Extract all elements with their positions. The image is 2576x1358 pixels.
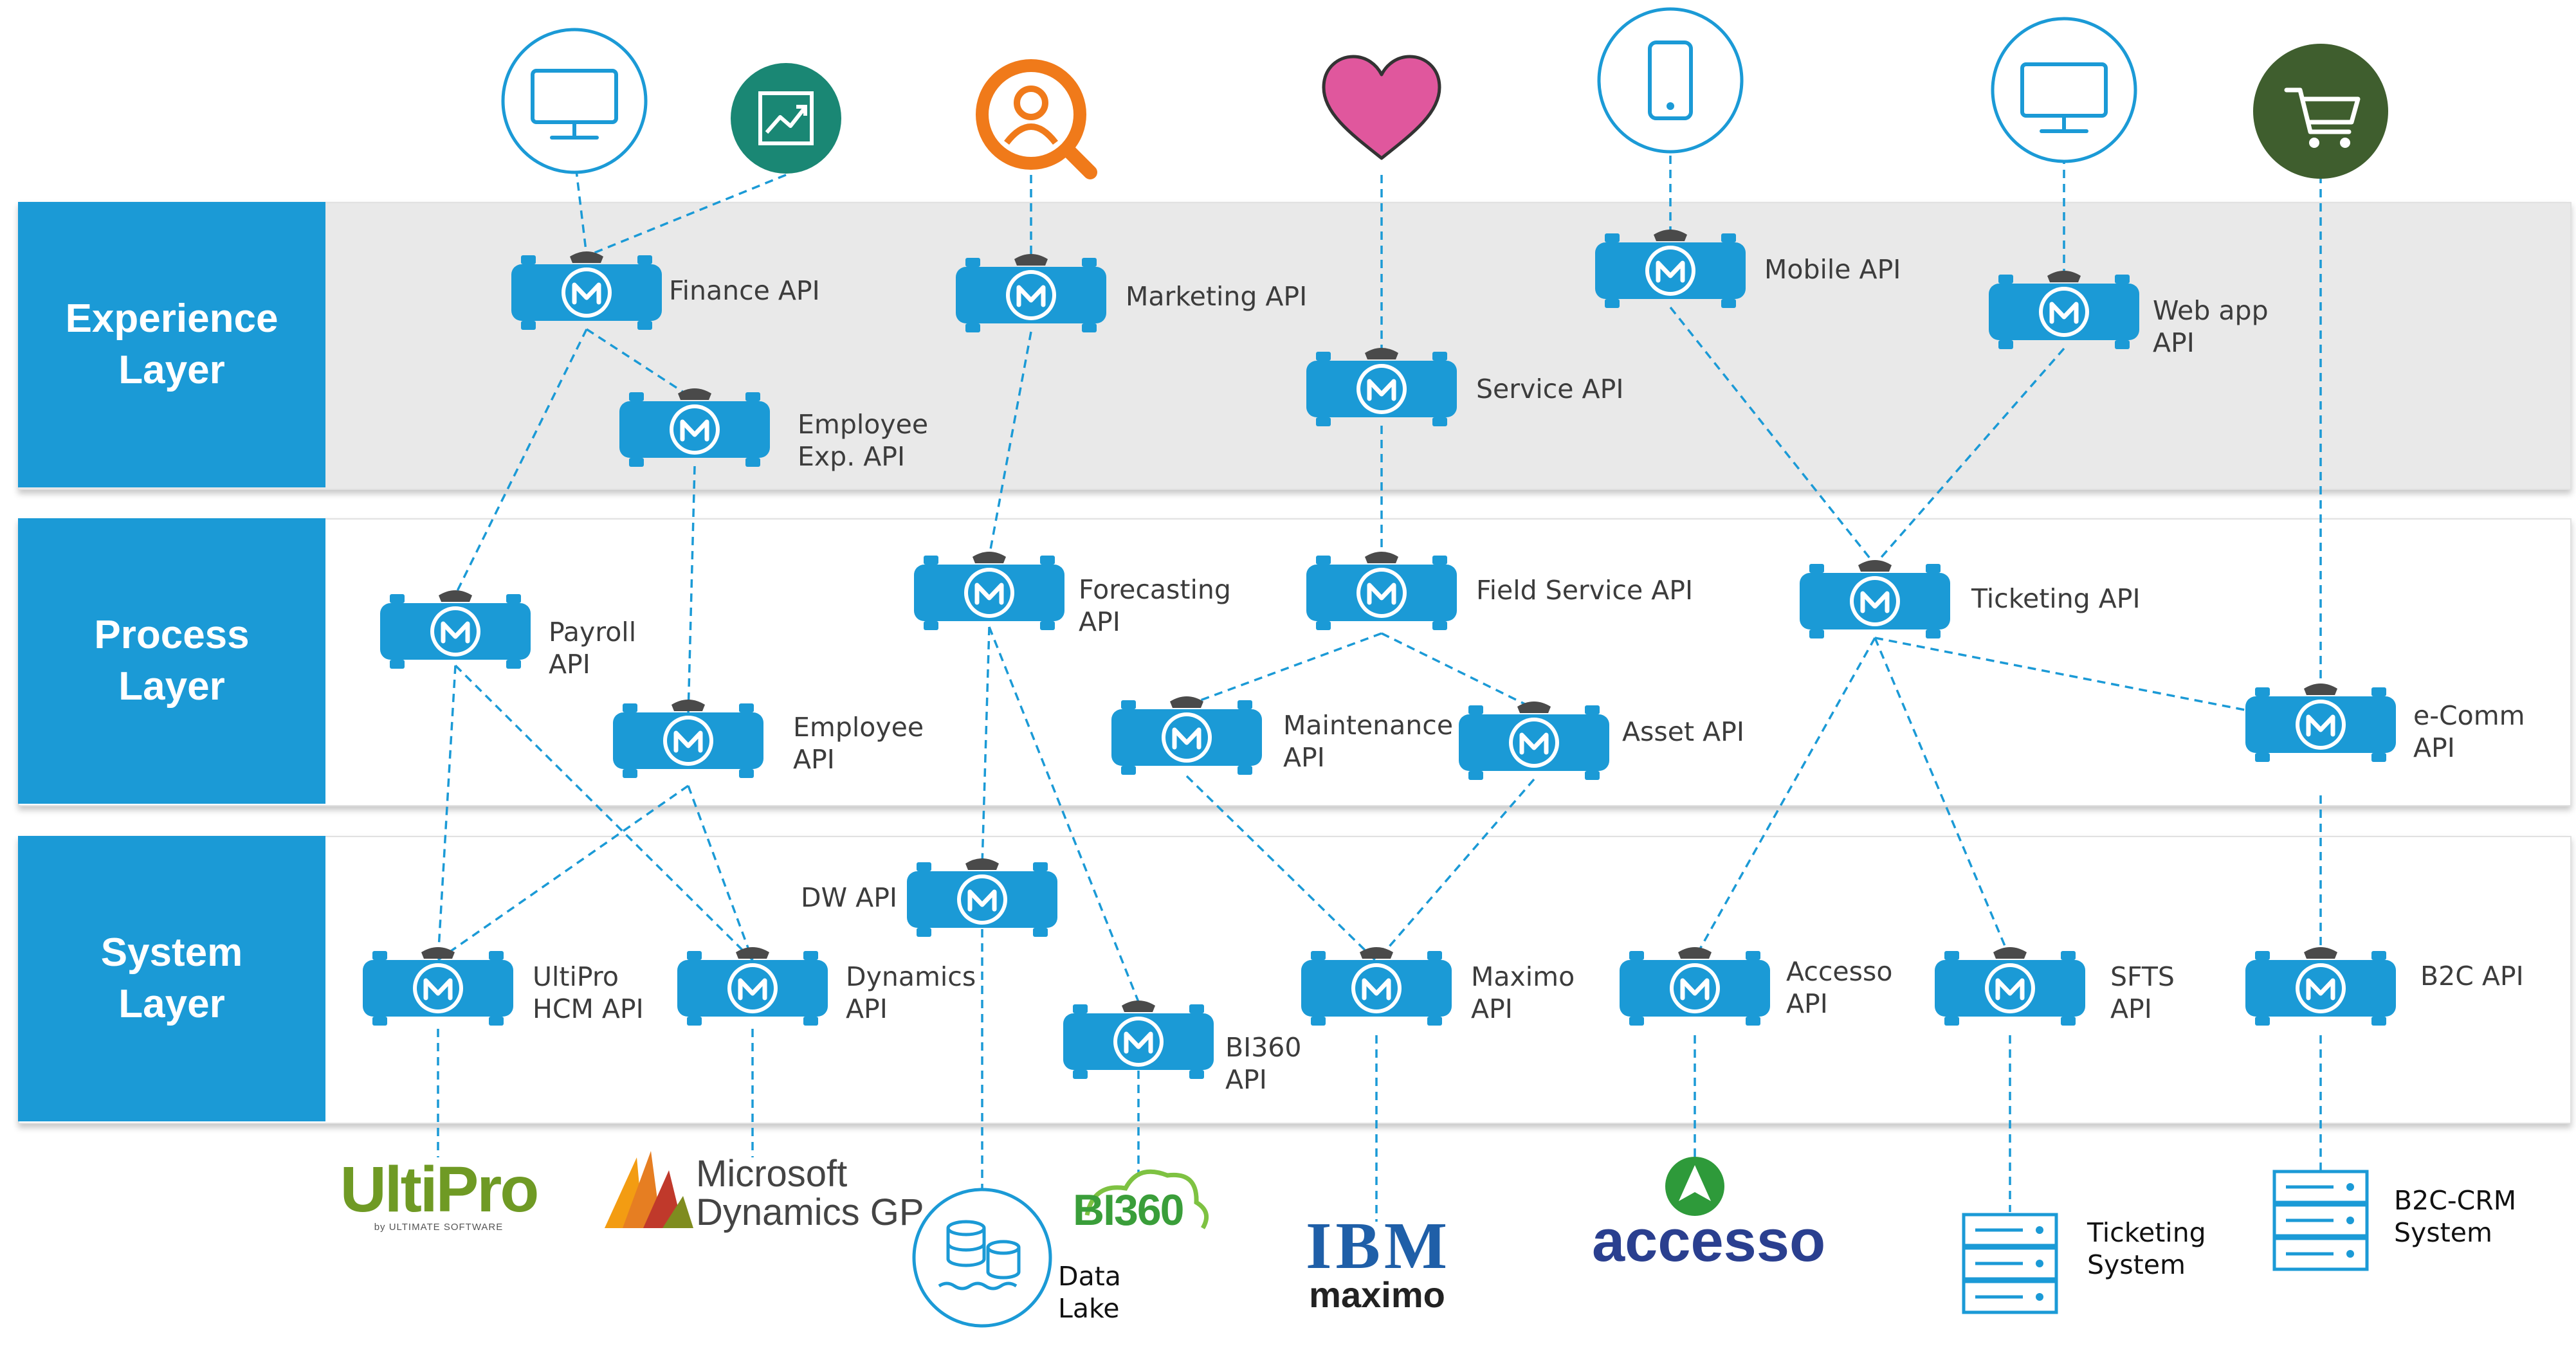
maximo-wordmark: maximo	[1309, 1274, 1445, 1315]
forecasting-api-label: Forecasting API	[1079, 574, 1231, 637]
bi360-cloud-icon	[1084, 1169, 1209, 1229]
maintenance-api-node[interactable]	[1111, 696, 1262, 775]
experience-layer-band	[18, 202, 2571, 490]
process-layer-band	[18, 518, 2571, 806]
payroll-api-node[interactable]	[380, 590, 531, 669]
service-api-label: Service API	[1476, 374, 1624, 404]
data-lake-icon	[912, 1188, 1052, 1328]
finance-api-label: Finance API	[669, 275, 820, 306]
microsoft-dynamics-gp-logo: Microsoft Dynamics GP	[696, 1155, 924, 1232]
accesso-wordmark: accesso	[1592, 1208, 1826, 1274]
process-layer-label: Process Layer	[18, 518, 325, 804]
ibm-maximo-logo: IBM maximo	[1306, 1209, 1451, 1315]
ticketing-api-node[interactable]	[1800, 560, 1950, 638]
web-app-api-label: Web app API	[2153, 295, 2269, 358]
bi360-api-label: BI360 API	[1225, 1032, 1302, 1095]
field-service-api-label: Field Service API	[1476, 575, 1694, 606]
payroll-api-label: Payroll API	[549, 617, 637, 680]
finance-api-node[interactable]	[511, 251, 662, 330]
ibm-stripes-icon	[1306, 1226, 1448, 1266]
field-service-api-node[interactable]	[1306, 552, 1457, 630]
shopping-cart-icon	[2253, 44, 2388, 179]
asset-api-label: Asset API	[1622, 716, 1744, 747]
user-search-icon	[976, 59, 1097, 179]
dynamics-api-label: Dynamics API	[846, 961, 976, 1024]
bi360-logo: BI360	[1073, 1186, 1184, 1235]
heart-icon	[1322, 55, 1441, 160]
ultipro-tagline: by ULTIMATE SOFTWARE	[374, 1222, 504, 1233]
sfts-api-label: SFTS API	[2110, 961, 2175, 1024]
dynamics-gp-wordmark: Dynamics GP	[696, 1191, 924, 1233]
b2c-api-node[interactable]	[2245, 947, 2396, 1026]
sfts-api-node[interactable]	[1935, 947, 2085, 1026]
data-lake-label: Data Lake	[1058, 1261, 1121, 1324]
bi360-api-node[interactable]	[1063, 1000, 1214, 1079]
ultipro-wordmark: UltiPro	[340, 1154, 540, 1226]
desktop-monitor-icon	[501, 28, 648, 174]
b2c-api-label: B2C API	[2420, 961, 2524, 991]
dw-api-label: DW API	[801, 882, 898, 913]
employee-exp-api-node[interactable]	[619, 388, 770, 467]
desktop-monitor-icon	[1991, 17, 2137, 163]
ticketing-api-label: Ticketing API	[1971, 583, 2141, 614]
analytics-chart-icon	[731, 63, 841, 174]
system-layer-label: System Layer	[18, 836, 325, 1121]
accesso-api-label: Accesso API	[1786, 956, 1893, 1019]
mobile-api-label: Mobile API	[1764, 254, 1901, 285]
mobile-phone-icon	[1597, 7, 1744, 154]
accesso-api-node[interactable]	[1620, 947, 1770, 1026]
experience-layer-label: Experience Layer	[18, 202, 325, 487]
service-api-node[interactable]	[1306, 348, 1457, 426]
ecomm-api-label: e-Comm API	[2413, 700, 2525, 763]
marketing-api-label: Marketing API	[1126, 281, 1308, 312]
ticketing-system-label: Ticketing System	[2087, 1217, 2206, 1280]
maximo-api-node[interactable]	[1301, 947, 1452, 1026]
ibm-wordmark: IBM	[1306, 1209, 1451, 1283]
maintenance-api-label: Maintenance API	[1283, 710, 1454, 773]
dw-api-node[interactable]	[907, 858, 1057, 937]
web-app-api-node[interactable]	[1989, 271, 2139, 349]
employee-exp-api-label: Employee Exp. API	[798, 409, 929, 472]
microsoft-dynamics-logo-icon	[605, 1151, 693, 1228]
maximo-api-label: Maximo API	[1471, 961, 1575, 1024]
ultipro-hcm-api-label: UltiPro HCM API	[533, 961, 644, 1024]
accesso-logo-icon	[1665, 1157, 1724, 1216]
connector-lines	[437, 154, 2322, 1222]
marketing-api-node[interactable]	[956, 254, 1106, 332]
ultipro-logo: UltiPro by ULTIMATE SOFTWARE	[339, 1154, 540, 1233]
b2c-crm-system-label: B2C-CRM System	[2394, 1185, 2517, 1248]
ecomm-api-node[interactable]	[2245, 684, 2396, 762]
mobile-api-node[interactable]	[1595, 230, 1746, 308]
b2c-crm-server-icon	[2274, 1172, 2367, 1269]
forecasting-api-node[interactable]	[914, 552, 1064, 630]
ticketing-system-server-icon	[1964, 1215, 2056, 1312]
employee-api-label: Employee API	[793, 712, 924, 775]
asset-api-node[interactable]	[1459, 702, 1609, 780]
microsoft-wordmark: Microsoft	[696, 1153, 848, 1195]
